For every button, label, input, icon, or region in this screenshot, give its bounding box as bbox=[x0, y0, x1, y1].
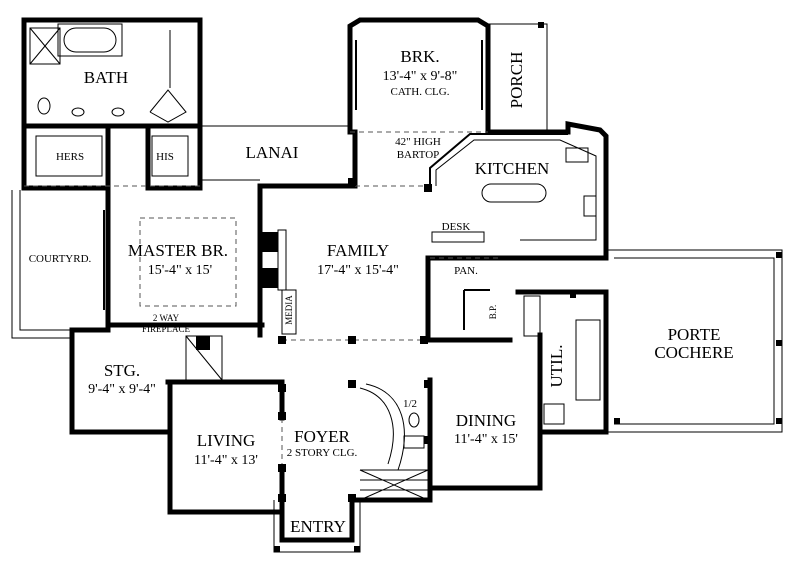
master-left-wall bbox=[69, 185, 111, 435]
entry-stoop bbox=[273, 500, 361, 553]
label-family-size: 17'-4" x 15'-4" bbox=[317, 263, 399, 278]
util-counter bbox=[575, 319, 601, 401]
entry-walls bbox=[279, 497, 355, 543]
label-media: MEDIA bbox=[284, 295, 294, 325]
label-bp: B.P. bbox=[488, 305, 498, 320]
range bbox=[583, 195, 597, 217]
label-fireplace-1: 2 WAY bbox=[153, 313, 180, 323]
corner-vanity bbox=[149, 89, 187, 123]
breakfast-wall bbox=[347, 17, 491, 135]
label-porch: PORCH bbox=[507, 52, 526, 109]
hers-closet bbox=[35, 135, 103, 177]
label-dining-size: 11'-4" x 15' bbox=[454, 432, 518, 447]
label-stg-size: 9'-4" x 9'-4" bbox=[88, 382, 156, 397]
washer bbox=[543, 403, 565, 425]
label-fireplace-2: FIREPLACE bbox=[142, 324, 191, 334]
label-living-size: 11'-4" x 13' bbox=[194, 453, 258, 468]
label-brk-note: CATH. CLG. bbox=[391, 86, 450, 98]
label-half-bath: 1/2 bbox=[403, 398, 417, 410]
label-dining: DINING bbox=[456, 411, 516, 430]
label-foyer: FOYER bbox=[294, 427, 350, 446]
stg-closet-x bbox=[185, 335, 223, 381]
label-bartop-2: BARTOP bbox=[397, 149, 440, 161]
kitchen-right-wall bbox=[485, 120, 609, 261]
label-living: LIVING bbox=[197, 431, 256, 450]
kitchen-island bbox=[481, 183, 547, 203]
closet-bottom-wall-right bbox=[147, 117, 203, 191]
label-bath: BATH bbox=[84, 68, 128, 87]
bartop bbox=[429, 133, 568, 188]
label-desk: DESK bbox=[442, 221, 471, 233]
label-pan: PAN. bbox=[454, 265, 478, 277]
courtyard-outline-outer bbox=[11, 190, 72, 339]
room-labels: BATH HERS HIS BRK. 13'-4" x 9'-8" CATH. … bbox=[29, 47, 734, 536]
media-cabinet bbox=[281, 289, 297, 335]
porte-cochere-inner bbox=[614, 257, 775, 425]
label-bartop-1: 42" HIGH bbox=[395, 136, 441, 148]
tub-surround bbox=[57, 23, 123, 57]
sink-1 bbox=[71, 107, 85, 117]
kitchen-sink bbox=[565, 147, 589, 163]
fireplace-hearth bbox=[277, 229, 287, 291]
foyer-right bbox=[349, 377, 433, 503]
sink-2 bbox=[111, 107, 125, 117]
label-master-size: 15'-4" x 15' bbox=[148, 263, 212, 278]
label-stg: STG. bbox=[104, 361, 140, 380]
his-closet bbox=[151, 135, 189, 177]
label-util: UTIL. bbox=[547, 345, 566, 388]
label-lanai: LANAI bbox=[246, 143, 299, 162]
interior-details bbox=[24, 23, 601, 501]
desk bbox=[431, 231, 485, 243]
label-master: MASTER BR. bbox=[128, 241, 228, 260]
half-bath-sink bbox=[403, 435, 425, 449]
shower-x2 bbox=[29, 27, 61, 65]
toilet bbox=[37, 97, 51, 115]
label-brk: BRK. bbox=[400, 47, 439, 66]
fireplace-right bbox=[262, 268, 278, 288]
master-tray-ceiling bbox=[139, 217, 237, 307]
util-walls bbox=[515, 289, 609, 435]
courtyard-outline bbox=[19, 190, 72, 331]
label-porte-1: PORTE bbox=[668, 325, 721, 344]
bath-wall bbox=[21, 17, 203, 191]
label-foyer-note: 2 STORY CLG. bbox=[287, 447, 358, 459]
label-family: FAMILY bbox=[327, 241, 389, 260]
half-bath-toilet bbox=[408, 412, 420, 428]
tub bbox=[63, 27, 117, 53]
dining-bottom bbox=[427, 429, 609, 491]
porch-outline bbox=[488, 23, 548, 132]
label-brk-size: 13'-4" x 9'-8" bbox=[383, 69, 458, 84]
exterior-walls bbox=[11, 17, 783, 553]
util-cabinet bbox=[523, 295, 541, 337]
shower bbox=[29, 27, 61, 65]
label-courtyard: COURTYRD. bbox=[29, 253, 92, 265]
staircase bbox=[359, 383, 429, 501]
label-porte-2: COCHERE bbox=[654, 343, 733, 362]
columns bbox=[196, 22, 782, 552]
label-entry: ENTRY bbox=[290, 517, 346, 536]
label-kitchen: KITCHEN bbox=[475, 159, 550, 178]
living-outline bbox=[167, 379, 285, 515]
fireplace-left bbox=[262, 232, 278, 252]
kitchen-counter bbox=[435, 139, 597, 241]
label-his: HIS bbox=[156, 151, 174, 163]
label-hers: HERS bbox=[56, 151, 84, 163]
